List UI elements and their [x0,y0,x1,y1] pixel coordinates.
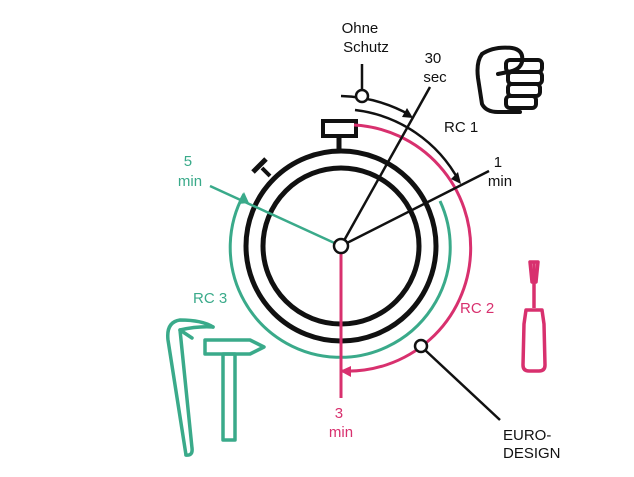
stopwatch-side-button [251,157,268,174]
30-sec-label: 30 sec [423,50,447,86]
rc1-arc [354,108,461,182]
rc1-label: RC 1 [444,119,478,136]
hand-5-min [209,184,342,248]
hammer-icon [203,338,266,442]
hand-1-min [340,169,490,248]
rc1-arrowhead [451,172,461,184]
eurodesign-leader [424,349,501,421]
5-min-label: 5 min [178,153,202,190]
fist-icon [475,45,544,114]
eurodesign-marker [413,338,429,354]
ohne-schutz-arc [340,94,411,117]
eurodesign-label: EURO- DESIGN [503,427,561,462]
ohne-schutz-arrowhead [402,108,413,118]
rc3-arc [228,193,452,359]
rc2-arc [340,123,473,373]
1-min-label: 1 min [488,154,512,190]
ohne-schutz-marker [354,88,370,104]
screwdriver-icon [521,260,547,373]
ohne-schutz-label: Ohne Schutz [342,20,389,56]
rc2-label: RC 2 [460,300,494,317]
3-min-label: 3 min [329,405,353,441]
hand-30-sec [339,86,432,247]
stopwatch-side-button-stem [260,166,272,178]
rc2-arrowhead [340,366,351,377]
crowbar-icon [166,318,215,457]
stopwatch-crown [321,119,358,138]
rc3-label: RC 3 [193,290,227,307]
center-pivot [332,237,350,255]
